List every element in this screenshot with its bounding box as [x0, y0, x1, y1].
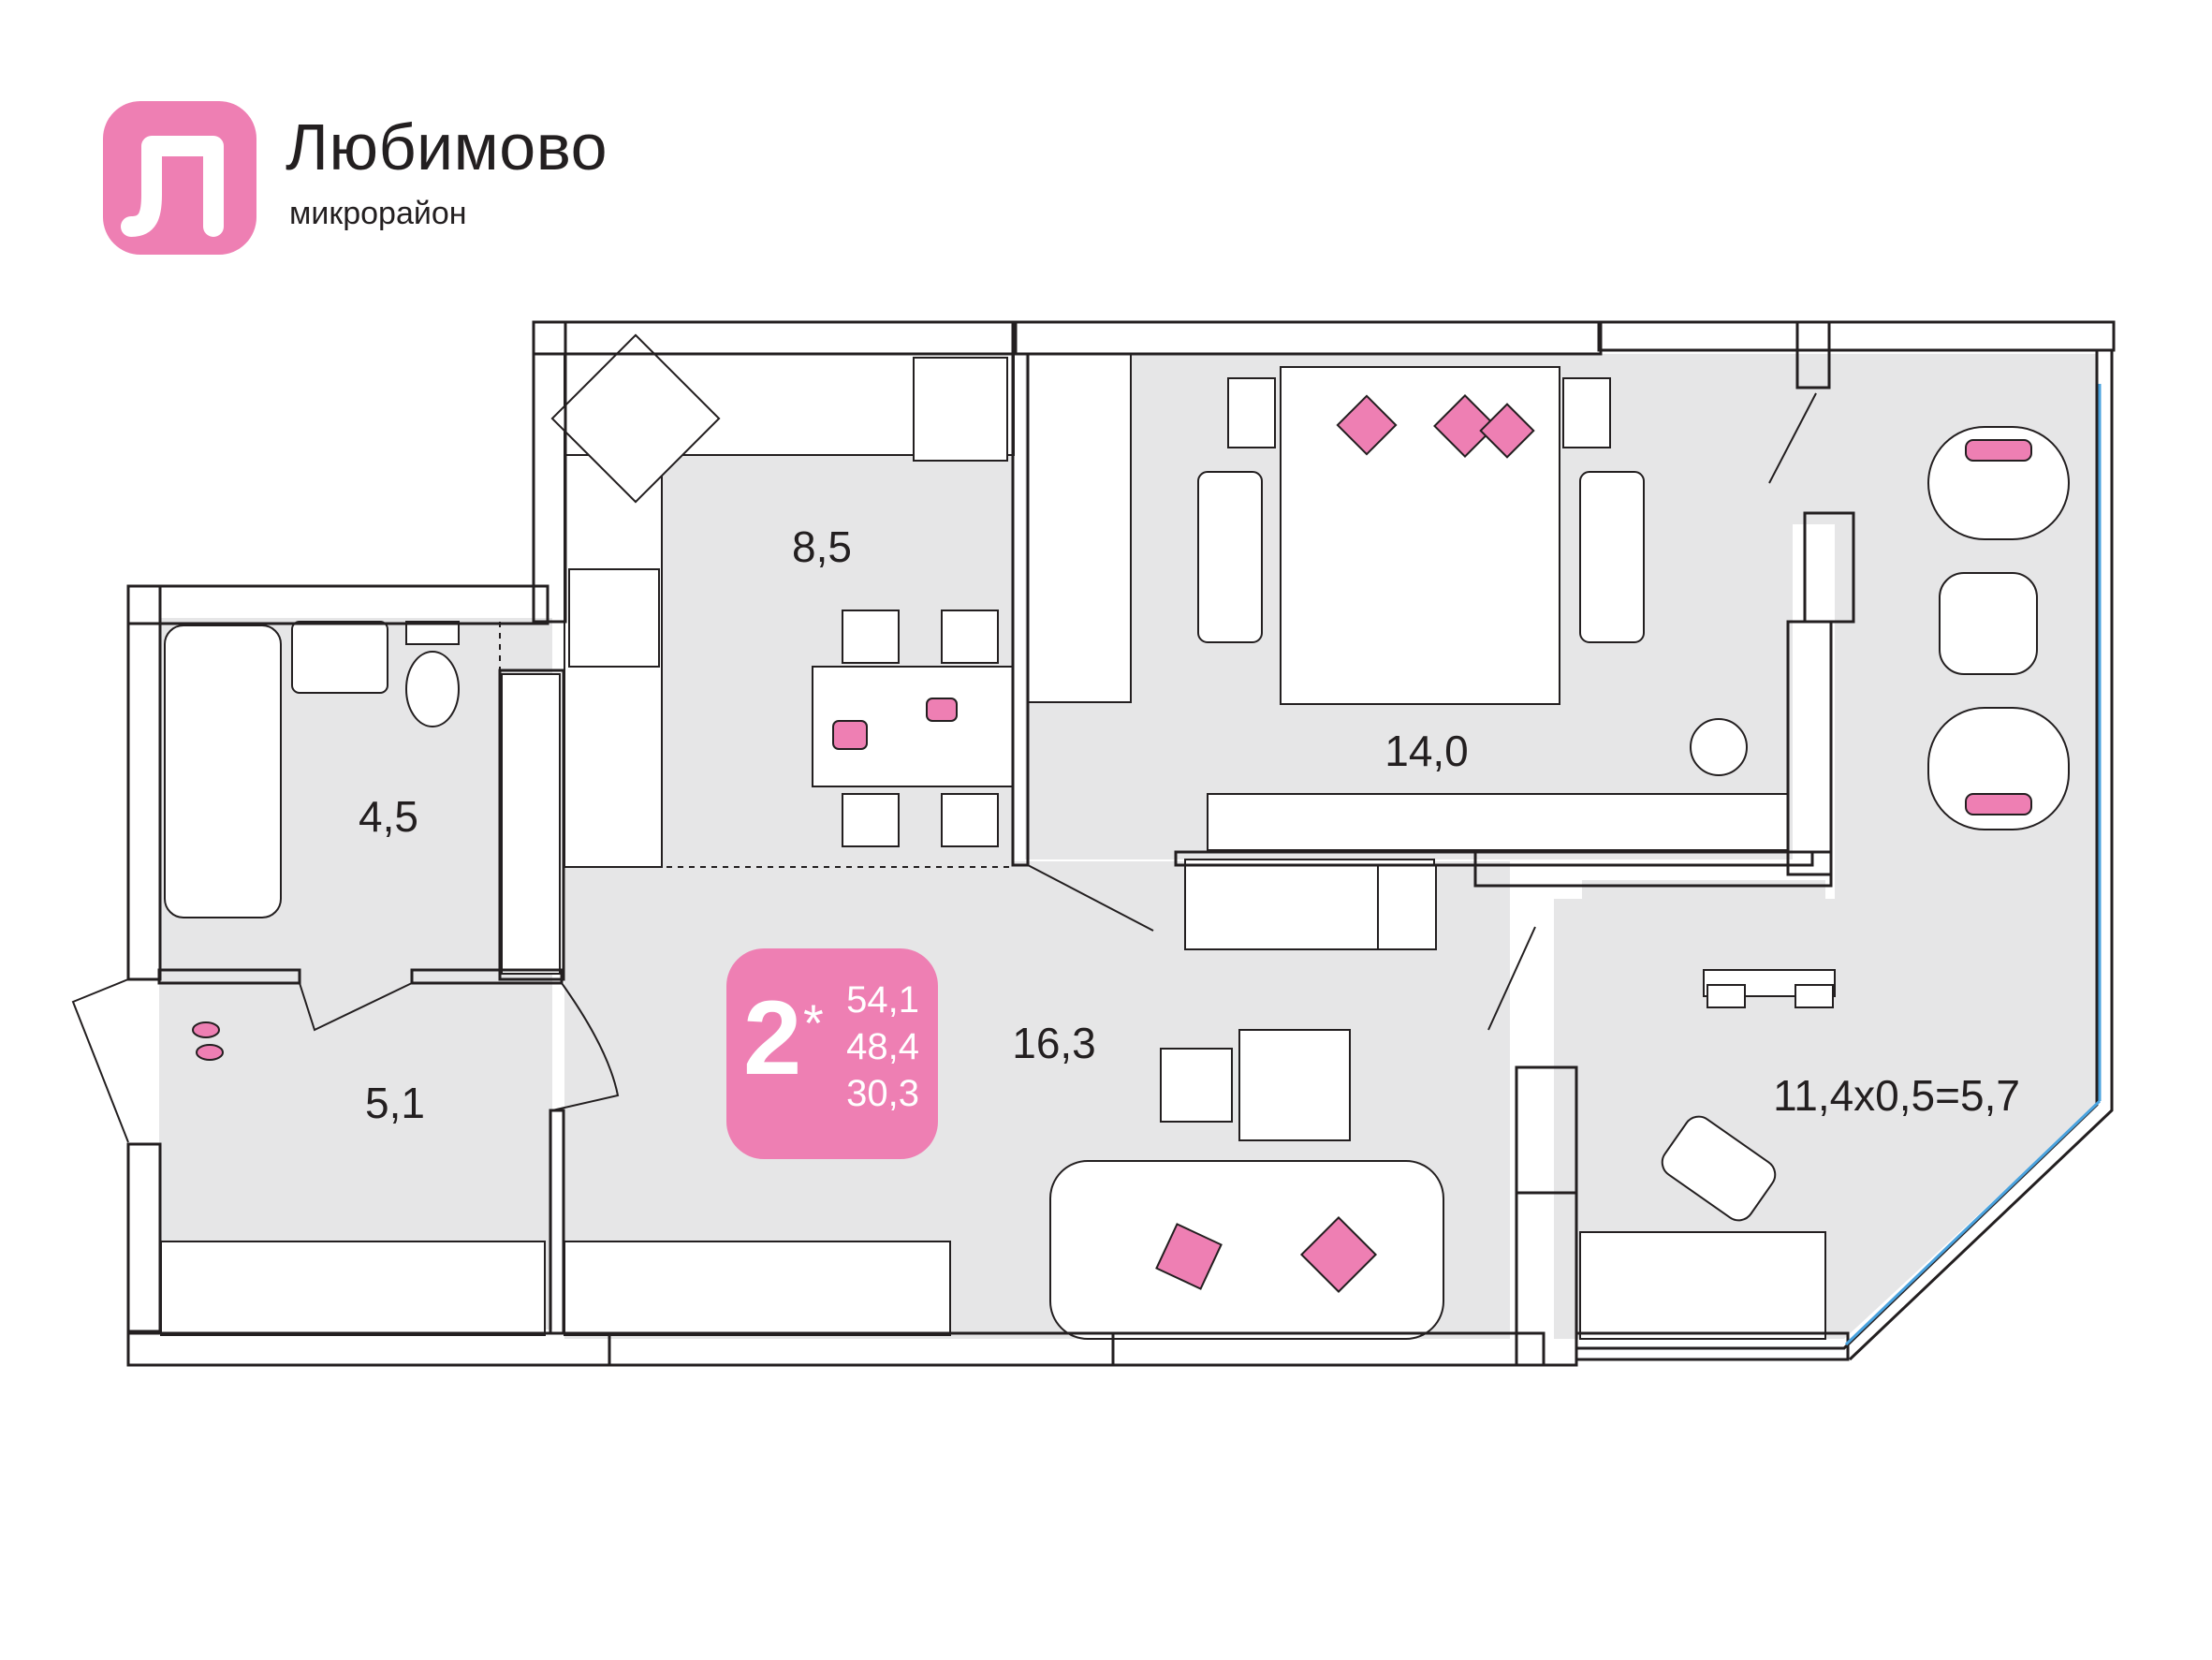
apartment-badge: 2 * 54,1 48,4 30,3: [726, 948, 938, 1159]
decor-accents: [192, 394, 2032, 1294]
room-area-living-room: 16,3: [1012, 1019, 1096, 1067]
room-area-kitchen: 8,5: [792, 522, 852, 571]
logo-icon: [103, 101, 256, 255]
room-area-loggia: 11,4х0,5=5,7: [1773, 1071, 2020, 1120]
living-area: 30,3: [846, 1073, 919, 1114]
living-area-incl: 48,4: [846, 1026, 919, 1067]
rooms-mark: *: [803, 993, 824, 1052]
loggia-glazing: [1844, 384, 2102, 1346]
area-values: 54,1 48,4 30,3: [846, 977, 919, 1117]
walls: [126, 320, 2116, 1367]
room-area-hallway: 5,1: [365, 1079, 425, 1127]
brand-subtitle: микрорайон: [289, 196, 467, 231]
room-area-bedroom: 14,0: [1384, 727, 1469, 775]
total-area: 54,1: [846, 979, 919, 1021]
room-area-bathroom: 4,5: [359, 792, 418, 841]
rooms-count: 2: [743, 979, 802, 1096]
brand-name: Любимово: [286, 110, 608, 184]
furniture: [160, 333, 2070, 1340]
doors: [71, 392, 1817, 1143]
